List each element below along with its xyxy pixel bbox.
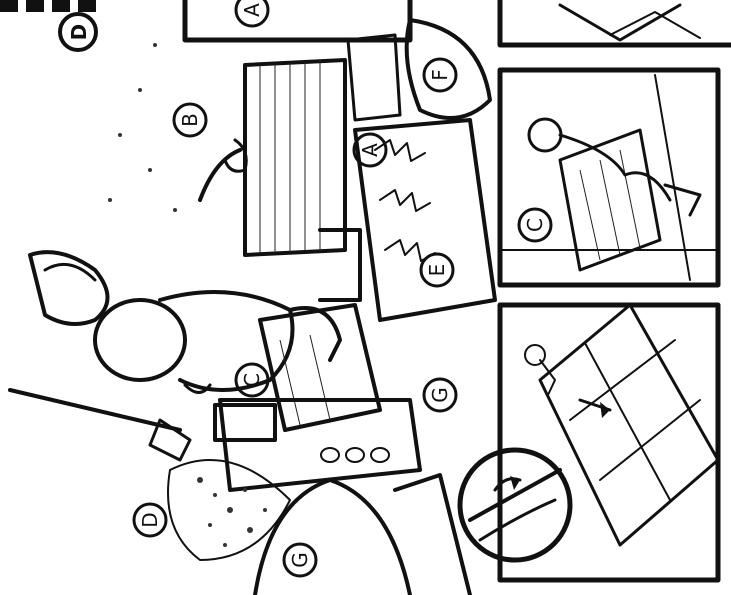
bag-g-bottom: G: [255, 475, 470, 595]
tray-c: C: [215, 230, 380, 440]
callout-label-c-panel: C: [523, 218, 547, 232]
callout-label-g: G: [428, 387, 452, 403]
callout-label-g-bottom: G: [288, 552, 312, 568]
callout-label-c-scene: C: [240, 373, 264, 387]
callout-label-a-middle: A: [358, 143, 382, 157]
detail-magnifier: [460, 450, 570, 560]
step-heading: D: [0, 0, 96, 50]
board-stack: B: [174, 60, 345, 255]
seed-specks: [108, 43, 177, 212]
step-number: D: [67, 24, 91, 41]
callout-label-a-upper: A: [240, 3, 264, 17]
panel-bottom: [500, 305, 718, 580]
callout-label-e: E: [425, 264, 449, 277]
callout-label-f: F: [428, 69, 452, 81]
callout-label-b: B: [178, 113, 202, 127]
panel-middle: C: [500, 70, 718, 285]
callout-a-group: A A: [236, 0, 400, 166]
callout-label-d: D: [138, 512, 162, 527]
bag-f: F: [407, 20, 490, 118]
